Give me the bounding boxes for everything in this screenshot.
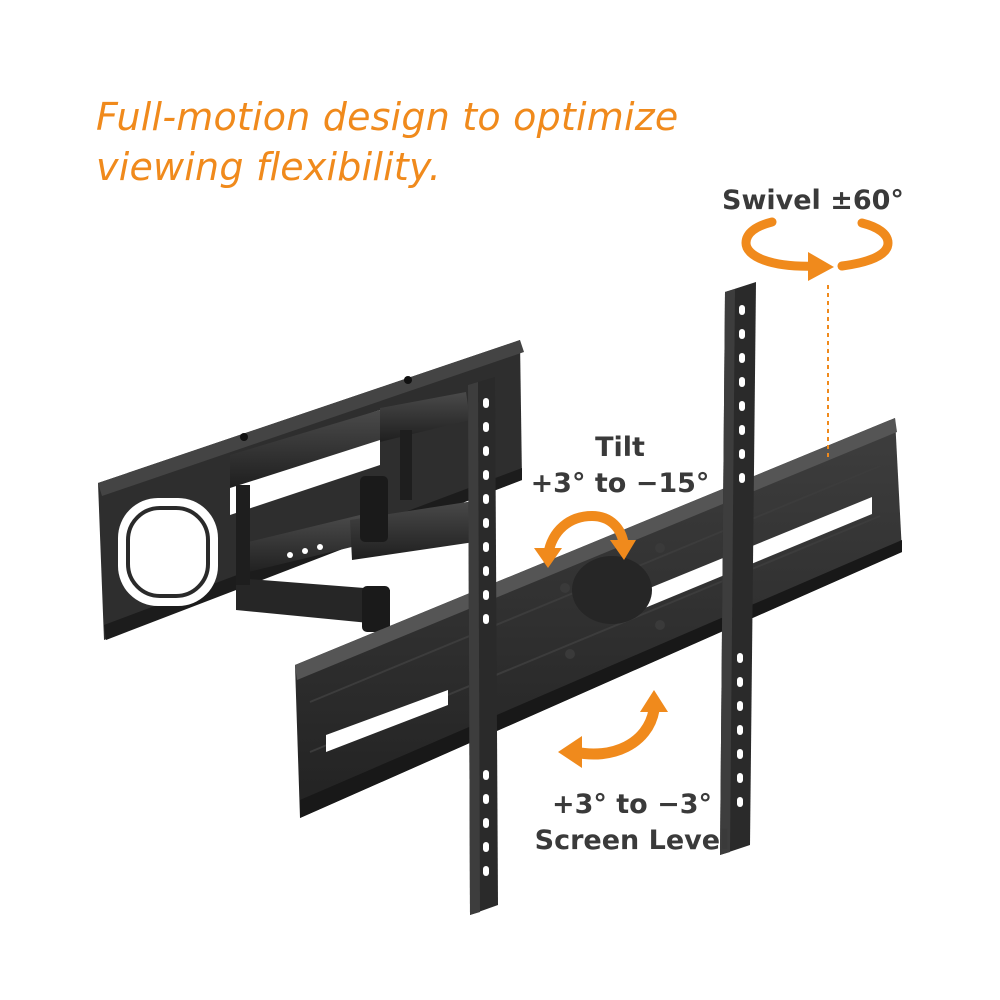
level-title: Screen Level (534, 825, 730, 856)
level-arrow-icon (558, 690, 668, 768)
tilt-range: +3° to −15° (530, 468, 710, 499)
headline-line-2: viewing flexibility. (96, 145, 442, 189)
swivel-text: Swivel ±60° (722, 185, 904, 216)
tilt-arrow-icon (534, 510, 636, 568)
vertical-bracket-right (720, 282, 756, 855)
swivel-label: Swivel ±60° (722, 183, 904, 219)
screen-level-label: +3° to −3° Screen Level (512, 787, 752, 859)
vertical-bracket-left (468, 377, 498, 915)
headline-line-1: Full-motion design to optimize (96, 95, 679, 139)
headline: Full-motion design to optimize viewing f… (96, 92, 678, 192)
level-range: +3° to −3° (551, 789, 713, 820)
articulating-arm (230, 392, 488, 632)
swivel-arrow-icon (741, 217, 893, 281)
tilt-title: Tilt (595, 432, 645, 463)
tilt-label: Tilt +3° to −15° (520, 430, 720, 502)
